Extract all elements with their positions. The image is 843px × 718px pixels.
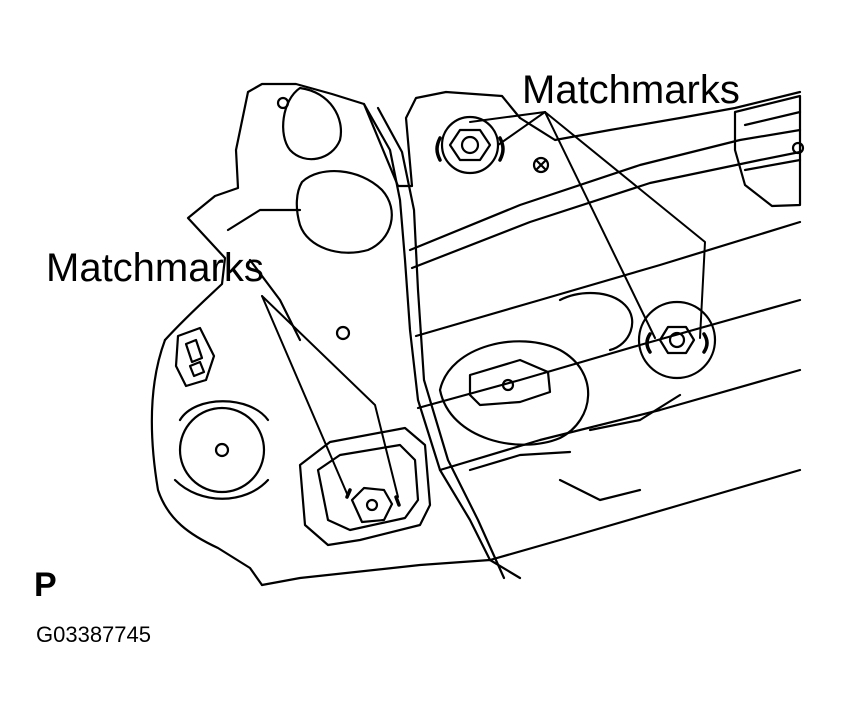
left-boss-outer: [178, 406, 266, 494]
leader-left-2: [261, 295, 399, 498]
right-plate-inner: [743, 110, 802, 172]
small-hole-top: [276, 96, 290, 110]
small-hole-right: [791, 141, 805, 155]
center-block: [468, 358, 552, 407]
rail-top-2: [410, 150, 802, 270]
connector-slots: [184, 338, 206, 378]
top-screw-cross: [534, 158, 548, 172]
rail-mid: [414, 220, 802, 338]
rail-top: [408, 128, 802, 252]
frame-bottom-line: [260, 558, 522, 587]
leader-top-2: [544, 111, 656, 339]
leader-top-3: [544, 111, 706, 339]
view-letter: P: [34, 566, 57, 604]
top-screw: [532, 156, 550, 174]
connector-body: [174, 326, 216, 388]
right-washer: [637, 300, 717, 380]
right-nut-hole: [668, 331, 686, 349]
vertical-seam: [362, 102, 492, 562]
frame-lower-edge: [150, 338, 264, 587]
center-block-hole: [501, 378, 515, 392]
bolt-pocket-outer: [298, 426, 432, 547]
left-boss-inner: [214, 442, 230, 458]
small-hole-mid: [335, 325, 351, 341]
frame-outline: [163, 82, 802, 342]
right-matchmark-right: [702, 332, 709, 354]
figure-code: G03387745: [36, 622, 151, 647]
rail-bottom: [488, 468, 802, 562]
rail-mid-2: [416, 298, 802, 410]
center-oval: [438, 340, 590, 446]
upper-nut-hole: [460, 135, 480, 155]
upper-matchmark-right: [498, 136, 505, 162]
matchmarks-label-left: Matchmarks: [46, 246, 264, 290]
rail-lower: [438, 368, 802, 472]
lower-nut: [350, 486, 394, 524]
vertical-seam-2: [376, 106, 506, 580]
right-matchmark-left: [645, 332, 652, 354]
leader-top-4: [469, 111, 546, 123]
upper-nut: [448, 128, 492, 162]
matchmarks-label-top: Matchmarks: [522, 68, 740, 112]
upper-boss: [282, 86, 343, 161]
lower-nut-hole: [365, 498, 379, 512]
upper-hollow: [295, 170, 393, 254]
upper-matchmark-left: [435, 136, 442, 162]
right-plate: [733, 94, 802, 208]
right-nut: [658, 325, 696, 355]
leader-left-1: [261, 295, 349, 497]
left-boss-rib: [173, 400, 270, 500]
bolt-pocket-inner: [316, 443, 420, 532]
ribs: [226, 208, 682, 502]
leader-top-1: [497, 111, 546, 146]
